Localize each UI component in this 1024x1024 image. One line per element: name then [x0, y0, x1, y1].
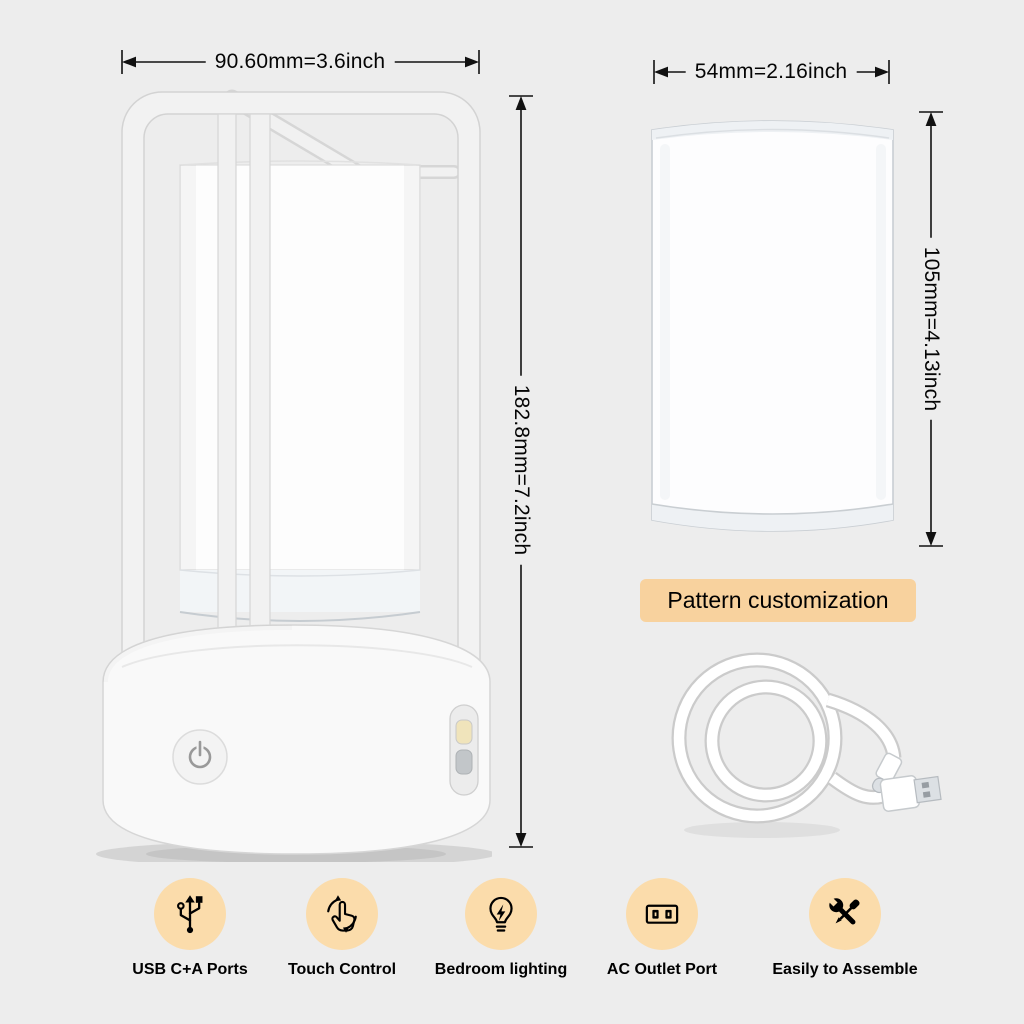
feature-label: USB C+A Ports	[132, 961, 248, 978]
tube-body	[651, 120, 894, 532]
feature-touch-control: Touch Control	[247, 878, 437, 979]
bulb-icon	[489, 896, 513, 932]
feature-label: AC Outlet Port	[606, 961, 718, 978]
feature-usb-ports: USB C+A Ports	[95, 878, 285, 979]
lamp-height-label: 182.8mm=7.2inch	[508, 375, 534, 565]
acrylic-shade-illustration	[651, 120, 894, 532]
usb-icon	[177, 895, 203, 934]
bulb-icon-circle	[465, 878, 537, 950]
cable-shadow	[684, 822, 840, 838]
feature-label: Easily to Assemble	[772, 961, 918, 978]
tube-height-label: 105mm=4.13inch	[918, 237, 944, 421]
outlet-icon	[645, 904, 679, 924]
lamp-base	[102, 624, 491, 855]
outlet-icon-circle	[626, 878, 698, 950]
usb-cable-illustration	[671, 652, 942, 838]
tools-icon-circle	[809, 878, 881, 950]
tube-width-label: 54mm=2.16inch	[685, 59, 857, 85]
feature-label: Bedroom lighting	[434, 961, 568, 978]
power-button	[172, 729, 228, 785]
side-button	[449, 704, 479, 796]
feature-label: Touch Control	[287, 961, 397, 978]
pattern-customization-badge: Pattern customization	[640, 579, 916, 622]
usb-icon-circle	[154, 878, 226, 950]
touch-icon-circle	[306, 878, 378, 950]
lamp-shade	[179, 160, 421, 622]
feature-easy-assemble: Easily to Assemble	[750, 878, 940, 979]
touch-icon	[327, 895, 357, 933]
feature-bedroom-lighting: Bedroom lighting	[406, 878, 596, 979]
cable-coil	[671, 652, 902, 824]
lamp-width-label: 90.60mm=3.6inch	[205, 49, 395, 75]
feature-ac-outlet: AC Outlet Port	[567, 878, 757, 979]
usb-a-connector	[879, 775, 942, 812]
tools-icon	[828, 897, 860, 925]
lamp-illustration	[96, 89, 492, 862]
